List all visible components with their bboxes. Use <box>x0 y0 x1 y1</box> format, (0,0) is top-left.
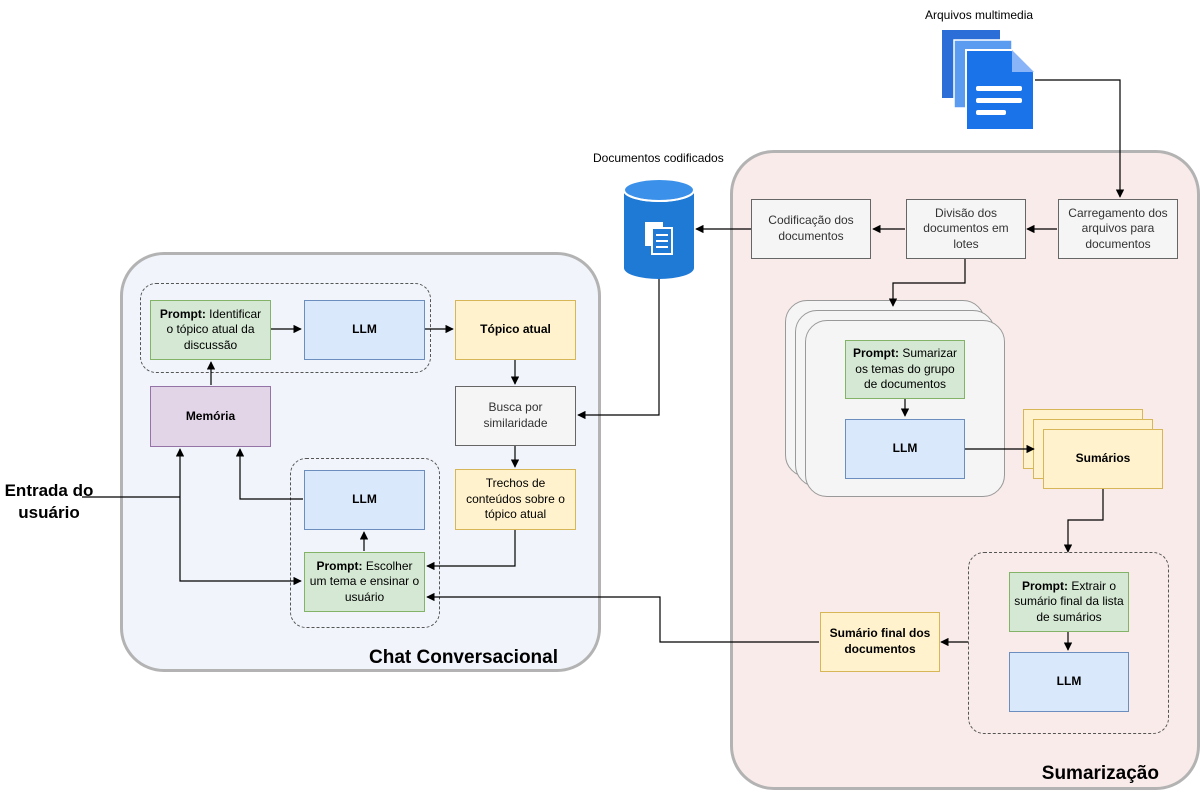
similarity-search-label: Busca por similaridade <box>483 400 548 430</box>
current-topic-label: Tópico atual <box>480 322 551 337</box>
llm-teaching-node: LLM <box>304 470 425 530</box>
prompt-extract-text: Extrair o sumário final da lista de sumá… <box>1014 578 1124 624</box>
prompt-teach-text: Escolher um tema e ensinar o usuário <box>309 558 420 604</box>
similarity-search-node: Busca por similaridade <box>455 386 576 446</box>
llm-batch-node: LLM <box>845 419 965 479</box>
prompt-summarize: Prompt: Sumarizar os temas do grupo de d… <box>845 340 965 399</box>
encode-documents-label: Codificação dos documentos <box>768 213 854 243</box>
database-label: Documentos codificados <box>593 151 724 165</box>
llm-batch-label: LLM <box>892 441 918 456</box>
final-summary-node: Sumário final dos documentos <box>820 612 940 672</box>
multimedia-files-icon <box>940 30 1036 132</box>
llm-final-label: LLM <box>1056 674 1082 689</box>
summarization-panel-title: Sumarização <box>1041 763 1159 784</box>
load-files-label: Carregamento dos arquivos para documento… <box>1068 205 1168 251</box>
topic-snippets-node: Trechos de conteúdos sobre o tópico atua… <box>455 469 576 530</box>
split-documents-label: Divisão dos documentos em lotes <box>923 205 1009 251</box>
teaching-group <box>290 458 440 628</box>
prompt-extract-keyword: Prompt: <box>1021 578 1068 593</box>
llm-topic-node: LLM <box>304 300 425 360</box>
topic-identification-group <box>140 283 431 373</box>
prompt-teach-keyword: Prompt: <box>316 558 363 573</box>
user-input-label: Entrada do usuário <box>4 481 94 523</box>
prompt-summarize-text: Sumarizar os temas do grupo de documento… <box>855 346 957 392</box>
prompt-identify-topic-keyword: Prompt: <box>159 306 206 321</box>
summaries-label: Sumários <box>1075 451 1131 466</box>
encode-documents-node: Codificação dos documentos <box>751 199 871 259</box>
database-icon <box>623 178 695 280</box>
prompt-extract-final: Prompt: Extrair o sumário final da lista… <box>1009 572 1129 632</box>
prompt-summarize-keyword: Prompt: <box>852 346 899 361</box>
llm-topic-label: LLM <box>352 322 377 337</box>
summaries-node: Sumários <box>1043 429 1163 489</box>
topic-snippets-label: Trechos de conteúdos sobre o tópico atua… <box>466 476 565 522</box>
memory-label: Memória <box>185 408 236 423</box>
llm-teaching-label: LLM <box>352 492 377 507</box>
chat-panel-title: Chat Conversacional <box>369 647 558 668</box>
split-documents-node: Divisão dos documentos em lotes <box>906 199 1026 259</box>
prompt-identify-topic-text: Identificar o tópico atual da discussão <box>166 306 262 352</box>
memory-node: Memória <box>150 386 271 447</box>
prompt-teach-user: Prompt: Escolher um tema e ensinar o usu… <box>304 552 425 612</box>
load-files-node: Carregamento dos arquivos para documento… <box>1058 199 1178 259</box>
llm-final-node: LLM <box>1009 652 1129 712</box>
prompt-identify-topic: Prompt: Identificar o tópico atual da di… <box>150 300 271 360</box>
multimedia-files-label: Arquivos multimedia <box>925 8 1034 22</box>
final-summary-label: Sumário final dos documentos <box>829 626 931 656</box>
current-topic-node: Tópico atual <box>455 300 576 360</box>
